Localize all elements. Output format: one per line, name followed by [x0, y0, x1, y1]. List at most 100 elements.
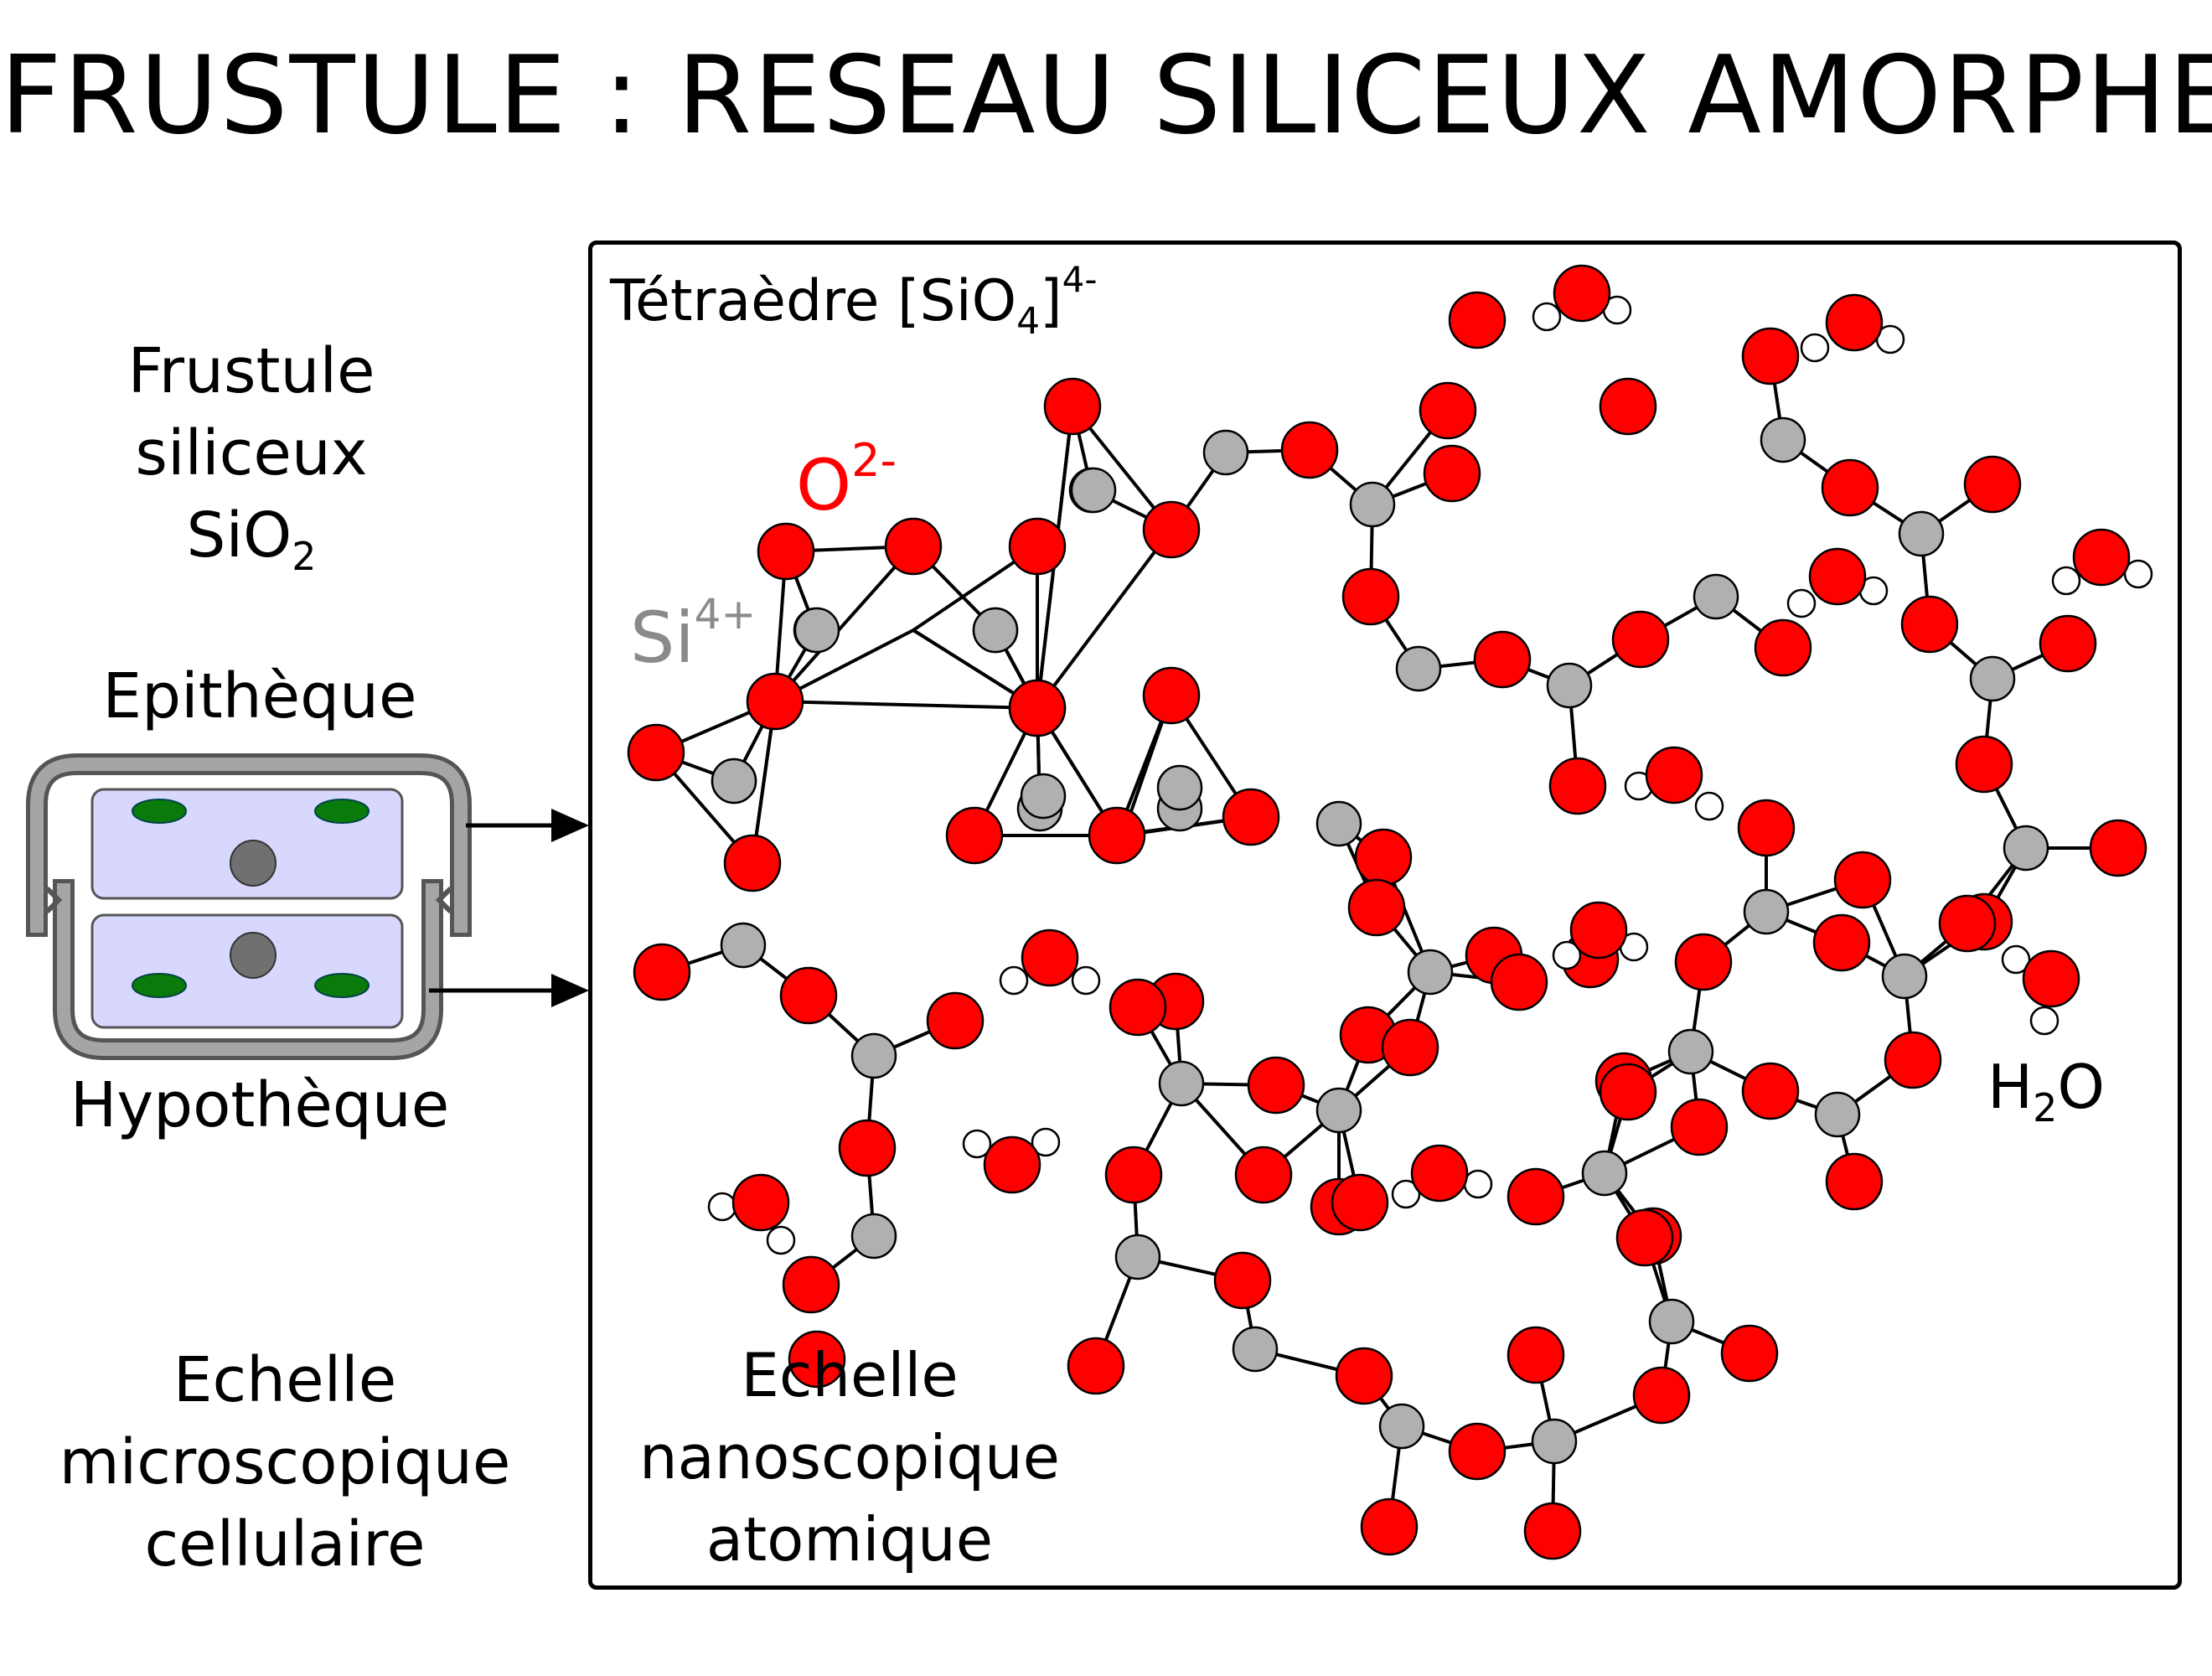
silicon-atom: [1315, 800, 1362, 847]
water-oxygen-atom: [1825, 293, 1884, 352]
silicon-atom: [2003, 825, 2049, 872]
oxygen-atom: [1955, 735, 2013, 794]
oxygen-atom: [1354, 828, 1413, 887]
oxygen-atom: [1741, 1062, 1800, 1120]
hydrogen-atom: [1800, 333, 1830, 363]
oxygen-atom: [1419, 381, 1477, 440]
hydrogen-atom: [2029, 1006, 2060, 1036]
oxygen-atom: [1234, 1146, 1293, 1204]
silicon-atom: [1114, 1234, 1161, 1280]
oxygen-atom: [1900, 595, 1959, 654]
oxygen-atom: [723, 834, 782, 892]
oxygen-atom: [1088, 806, 1146, 865]
silicon-atom: [1743, 888, 1790, 935]
silicon-atom: [1581, 1150, 1628, 1197]
silicon-atom: [850, 1213, 897, 1260]
hydrogen-atom: [2001, 944, 2031, 975]
silicon-atom: [972, 607, 1019, 654]
silicon-atom: [793, 607, 840, 654]
water-oxygen-atom: [1645, 746, 1703, 804]
oxygen-atom: [1341, 567, 1400, 626]
oxygen-atom: [1043, 377, 1102, 436]
scale-line2: microscopique: [59, 1426, 511, 1498]
oxygen-atom: [1247, 1056, 1305, 1115]
oxygen-atom: [1548, 757, 1607, 815]
hydrogen-atom: [962, 1129, 992, 1159]
water-oxygen-atom: [1569, 901, 1628, 960]
oxygen-atom: [1821, 458, 1879, 517]
oxygen-atom: [1737, 799, 1796, 857]
water-oxygen-atom: [1021, 929, 1079, 987]
oxygen-atom: [1507, 1326, 1565, 1384]
network-atoms: [627, 264, 2153, 1560]
oxygen-atom: [2089, 819, 2147, 877]
water-oxygen-atom: [1410, 1144, 1469, 1203]
nanoscopic-scale-line2: nanoscopique: [639, 1422, 1060, 1492]
water-oxygen-atom: [1808, 547, 1867, 606]
water-label: H2O: [1987, 1052, 2105, 1130]
oxygen-atom: [1674, 933, 1733, 991]
water-oxygen-atom: [731, 1173, 790, 1232]
silicon-atom: [1395, 645, 1442, 692]
oxygen-atom: [1331, 1173, 1389, 1232]
silicon-atom: [1898, 510, 1945, 557]
chloroplast: [314, 973, 370, 998]
oxygen-atom: [1825, 1152, 1884, 1211]
frustule-line2: siliceux: [135, 417, 368, 489]
diatom-cell-illustration: [26, 753, 472, 1060]
silicon-atom: [1020, 773, 1067, 820]
silicon-label: Si4+: [630, 590, 756, 679]
silicon-atom: [1760, 416, 1806, 463]
oxygen-atom: [1963, 455, 2022, 514]
hydrogen-atom: [2051, 566, 2081, 596]
atomic-network-panel: [588, 241, 2182, 1590]
silicon-atom: [1156, 764, 1203, 811]
silicon-atom: [1648, 1298, 1695, 1345]
oxygen-atom: [788, 1330, 846, 1389]
tetrahedron-outline: [910, 543, 1039, 711]
oxygen-atom: [1347, 878, 1406, 937]
oxygen-atom: [1632, 1366, 1691, 1425]
oxygen-atom: [1490, 953, 1548, 1011]
oxygen-atom: [1448, 1422, 1507, 1481]
oxygen-atom: [1599, 377, 1657, 436]
chloroplast: [132, 973, 187, 998]
oxygen-atom: [627, 723, 685, 782]
oxygen-atom: [1754, 618, 1812, 677]
silicon-atom: [1407, 949, 1454, 996]
silicon-atom: [1546, 662, 1593, 709]
oxygen-atom: [1109, 978, 1167, 1037]
microscopic-scale-label: Echelle microscopique cellulaire: [34, 1339, 536, 1585]
oxygen-atom: [1067, 1337, 1125, 1395]
oxygen-atom: [1741, 327, 1800, 385]
oxygen-atom: [757, 522, 815, 581]
hydrogen-atom: [1031, 1127, 1061, 1157]
oxygen-atom: [1142, 666, 1201, 725]
hydrogen-atom: [2123, 559, 2153, 589]
silicon-atom: [1814, 1091, 1861, 1138]
frustule-formula: SiO2: [84, 494, 419, 597]
silicon-atom: [1969, 655, 2016, 702]
oxygen-atom: [1280, 421, 1339, 479]
oxygen-atom: [1507, 1167, 1565, 1226]
hydrogen-atom: [1552, 940, 1582, 970]
silicon-atom: [1349, 481, 1396, 528]
oxygen-atom: [1360, 1498, 1419, 1556]
oxygen-atom: [1104, 1146, 1163, 1204]
water-oxygen-atom: [1553, 264, 1611, 323]
silicon-atom: [1667, 1028, 1714, 1075]
hydrogen-atom: [1786, 588, 1817, 618]
formula-base: SiO: [186, 499, 292, 572]
silicon-atom: [1531, 1418, 1578, 1465]
oxygen-atom: [1222, 788, 1280, 846]
oxygen-atom: [1213, 1251, 1272, 1310]
water-oxygen-atom: [2072, 528, 2131, 587]
oxygen-atom: [746, 672, 804, 731]
oxygen-label: O2-: [796, 434, 897, 526]
formula-sub: 2: [292, 533, 317, 579]
nucleus: [230, 840, 276, 887]
tetrahedron-label: Tétraèdre [SiO4]4-: [609, 259, 1098, 343]
tetrahedron-outline: [773, 544, 917, 706]
nanoscopic-scale-line1: Echelle: [741, 1340, 958, 1410]
oxygen-atom: [1615, 1208, 1674, 1267]
